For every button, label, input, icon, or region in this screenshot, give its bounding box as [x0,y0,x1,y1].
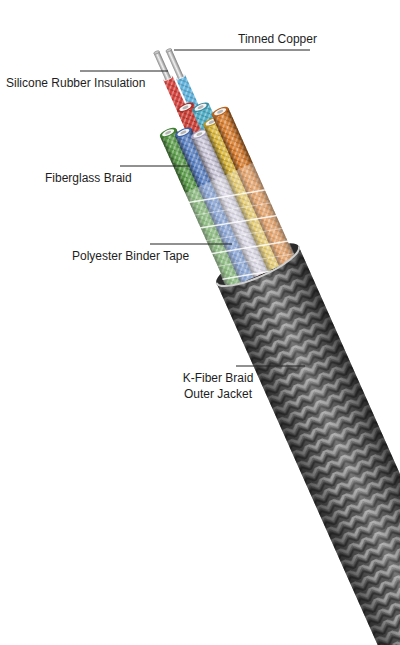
leader-line [174,50,310,51]
cable [120,31,400,645]
leader-line [150,244,232,245]
part-label: Fiberglass Braid [45,170,132,186]
part-label: Polyester Binder Tape [72,248,189,264]
part-label: Tinned Copper [238,31,317,47]
part-label: Silicone Rubber Insulation [6,75,145,91]
tinned-copper [166,49,184,79]
leader-lines [80,50,310,366]
leader-line [236,366,305,367]
leader-line [80,71,168,72]
outer-jacket [216,246,400,645]
leader-line [120,166,190,167]
part-label: K-Fiber Braid Outer Jacket [176,370,260,402]
